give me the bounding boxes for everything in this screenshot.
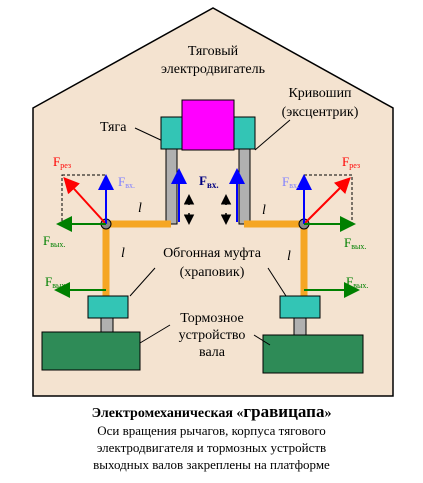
crank-pointer [254, 119, 291, 151]
clutch-label-line1: Обгонная муфта [163, 246, 262, 261]
motor-label-line2: электродвигатель [161, 62, 265, 77]
lever-length-left-bottom: l [121, 246, 125, 261]
lever-length-right-top: l [262, 203, 266, 218]
brake-label-line2: устройство [179, 328, 246, 343]
brake-pointer-left [139, 324, 171, 344]
crank-disc-right [233, 116, 256, 150]
clutch-pointer-left [129, 267, 156, 297]
caption-line-3: выходных валов закреплены на платформе [93, 457, 330, 472]
caption-line-2: электродвигателя и тормозных устройств [96, 440, 327, 455]
lever-length-left-top: l [138, 201, 142, 216]
diagram-canvas: Тяговый электродвигатель Кривошип (эксце… [32, 7, 394, 397]
traction-motor [181, 99, 235, 151]
left-fvykh-bottom-label: Fвых. [45, 274, 67, 290]
left-fres-label: Fрез [53, 154, 71, 170]
left-fres-arrow [63, 177, 107, 225]
center-fvx-label: Fвх. [199, 173, 219, 190]
right-fvx-label: Fвх. [282, 174, 299, 190]
rod-pointer [134, 127, 166, 143]
rod-right [238, 148, 251, 225]
shaft-right [293, 317, 307, 336]
right-fres-arrow [303, 177, 351, 225]
brake-right [262, 334, 364, 374]
clutch-left [87, 295, 129, 319]
lever-length-right-bottom: l [287, 249, 291, 264]
caption-line-1: Оси вращения рычагов, корпуса тягового [97, 423, 326, 438]
crank-label-line2: (эксцентрик) [282, 105, 359, 120]
brake-pointer-right [253, 334, 271, 346]
shaft-left [100, 317, 114, 333]
caption-title: Электромеханическая «гравицапа» [91, 402, 332, 421]
clutch-pointer-right [267, 267, 287, 297]
crank-label-line1: Кривошип [288, 86, 352, 101]
motor-label-line1: Тяговый [188, 44, 239, 59]
rod-left [165, 148, 178, 225]
rod-label: Тяга [100, 120, 127, 135]
clutch-right [279, 295, 321, 319]
brake-label-line1: Тормозное [180, 311, 244, 326]
brake-label-line3: вала [199, 345, 226, 360]
right-fvykh-top-label: Fвых. [344, 235, 366, 251]
clutch-label-line2: (храповик) [180, 265, 245, 280]
right-fres-label: Fрез [342, 154, 360, 170]
brake-left [41, 331, 141, 371]
crank-disc-left [160, 116, 183, 150]
right-fvykh-bottom-label: Fвых. [346, 274, 368, 290]
left-fvykh-top-label: Fвых. [43, 233, 65, 249]
caption-title-word: гравицапа [243, 402, 325, 421]
left-fvx-label: Fвх. [118, 174, 135, 190]
